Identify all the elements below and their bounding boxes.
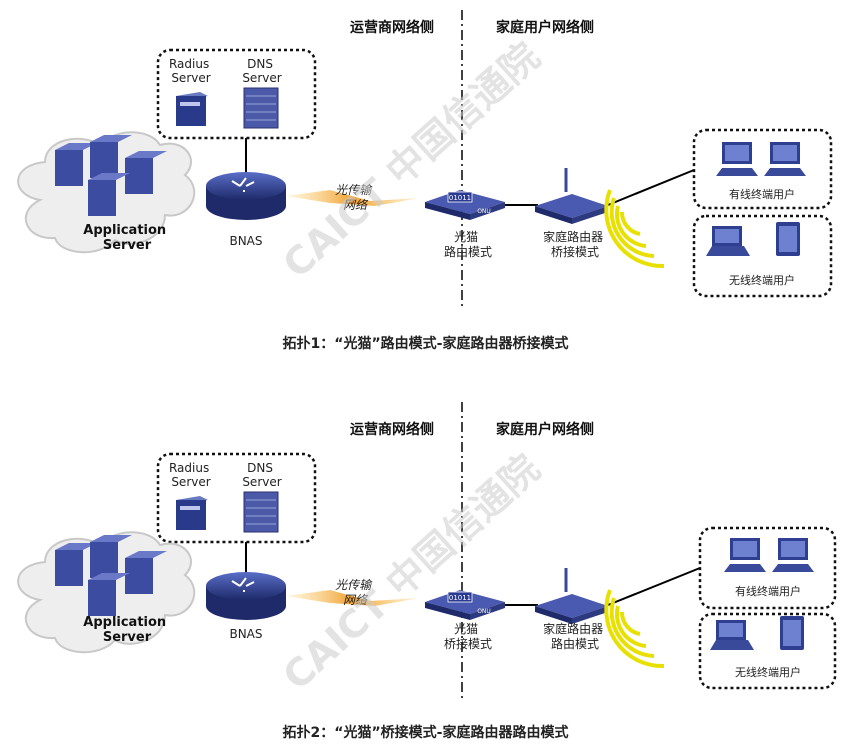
topology-caption-1: 拓扑1：“光猫”路由模式-家庭路由器桥接模式 [282, 336, 569, 352]
wifi-signal-icon [604, 189, 665, 269]
home-router-mode-label: 家庭路由器 路由模式 [543, 621, 607, 651]
home-router-icon [535, 168, 608, 224]
wired-users-box [698, 526, 837, 610]
onu-chip-label: 01011 [449, 194, 471, 202]
radius-server-label: Radius Server [169, 57, 213, 85]
wired-users-label: 有线终端用户 [735, 584, 801, 598]
router-to-wired-link [607, 567, 701, 606]
fiber-link [286, 590, 420, 606]
server-group-box [156, 48, 317, 140]
wireless-users-label: 无线终端用户 [735, 665, 801, 679]
router-to-wired-link [607, 169, 695, 206]
topology-caption-2: 拓扑2：“光猫”桥接模式-家庭路由器路由模式 [282, 725, 569, 741]
home-side-label: 家庭用户网络侧 [496, 19, 594, 36]
laptop-icon [706, 226, 750, 256]
topology-diagram-2: 运营商网络侧 家庭用户网络侧 Radius Server DNS Server [17, 402, 837, 702]
server-group-box [156, 452, 317, 544]
application-server-cluster-icon [55, 535, 167, 616]
wifi-signal-icon [604, 589, 665, 669]
operator-side-label: 运营商网络侧 [350, 19, 434, 36]
radius-server-icon [176, 496, 208, 530]
radius-server-label: Radius Server [169, 461, 213, 489]
onu-tag-label: ONU [477, 208, 491, 215]
topology-diagram-1: 运营商网络侧 家庭用户网络侧 Radius Server DNS Server [17, 10, 833, 310]
wireless-users-box [692, 214, 833, 298]
wired-users-label: 有线终端用户 [729, 187, 795, 201]
application-server-label: Application Server [83, 223, 170, 253]
onu-modem-icon [425, 190, 505, 220]
wired-users-box [692, 128, 833, 210]
home-router-mode-label: 家庭路由器 桥接模式 [543, 229, 607, 259]
bnas-router-icon [206, 172, 286, 220]
topology-panel-2: 运营商网络侧 家庭用户网络侧 Radius Server DNS Server [0, 392, 851, 708]
desktop-computer-icon [764, 142, 806, 176]
onu-mode-label: 光猫 路由模式 [444, 230, 492, 259]
wireless-users-box [698, 612, 837, 690]
application-server-cluster-icon [55, 135, 167, 216]
application-server-label: Application Server [83, 615, 170, 645]
onu-modem-icon [425, 590, 505, 620]
fiber-network-label: 光传输 网络 [335, 578, 375, 607]
home-router-icon [535, 568, 608, 624]
desktop-computer-icon [716, 142, 758, 176]
bnas-label: BNAS [229, 234, 262, 248]
onu-mode-label: 光猫 桥接模式 [444, 622, 492, 651]
laptop-icon [710, 620, 754, 650]
tablet-icon [780, 616, 804, 650]
radius-server-icon [176, 92, 208, 126]
desktop-computer-icon [724, 538, 766, 572]
dns-server-icon [243, 87, 279, 129]
operator-side-label: 运营商网络侧 [350, 421, 434, 438]
dns-server-label: DNS Server [242, 461, 281, 489]
home-side-label: 家庭用户网络侧 [496, 421, 594, 438]
desktop-computer-icon [772, 538, 814, 572]
dns-server-label: DNS Server [242, 57, 281, 85]
onu-tag-label: ONU [477, 608, 491, 615]
wireless-users-label: 无线终端用户 [729, 273, 795, 287]
fiber-network-label: 光传输 网络 [335, 183, 375, 212]
bnas-router-icon [206, 572, 286, 620]
onu-chip-label: 01011 [449, 594, 471, 602]
bnas-label: BNAS [229, 627, 262, 641]
topology-panel-1: 运营商网络侧 家庭用户网络侧 Radius Server DNS Server [0, 0, 851, 316]
watermark: CAICT 中国信通院 [275, 34, 549, 286]
tablet-icon [776, 222, 800, 256]
dns-server-icon [243, 491, 279, 533]
fiber-link [286, 190, 420, 206]
